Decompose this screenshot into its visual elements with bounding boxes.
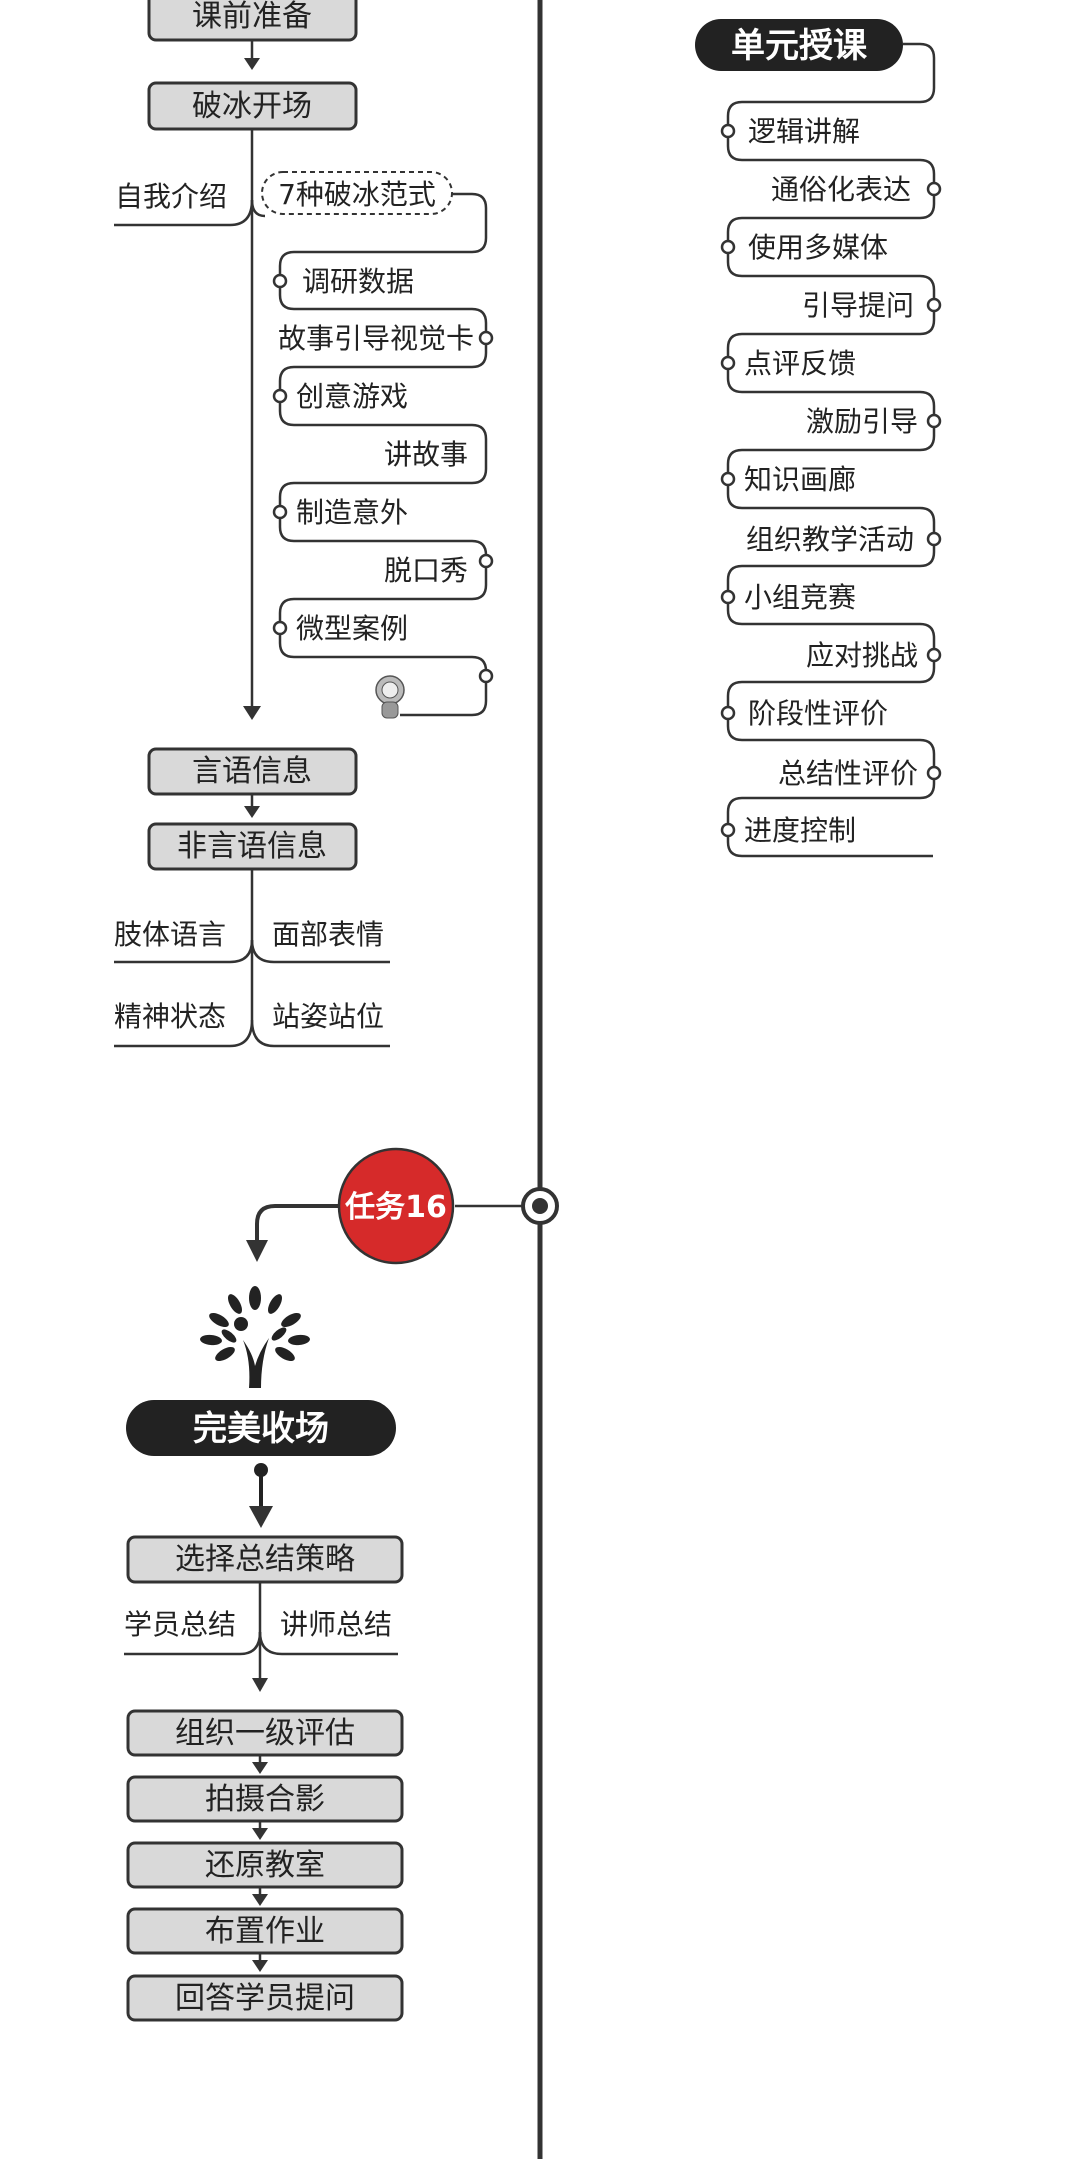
step-label: 还原教室 bbox=[205, 1848, 325, 1883]
unit-item[interactable]: 应对挑战 bbox=[806, 639, 918, 672]
step-node[interactable]: 拍摄合影 bbox=[126, 1775, 404, 1823]
bullet-dot bbox=[478, 330, 494, 346]
finish-title: 完美收场 bbox=[193, 1409, 329, 1449]
spirit-label: 精神状态 bbox=[114, 1000, 226, 1033]
types-snake-line bbox=[278, 192, 488, 717]
nonverbal-node[interactable]: 非言语信息 bbox=[147, 822, 358, 871]
arrow-down-icon bbox=[243, 706, 261, 720]
unit-teaching-node[interactable]: 单元授课 bbox=[695, 19, 903, 71]
bullet-dot bbox=[272, 504, 288, 520]
step-node[interactable]: 组织一级评估 bbox=[126, 1709, 404, 1757]
bullet-dot bbox=[720, 705, 736, 721]
unit-item[interactable]: 逻辑讲解 bbox=[748, 115, 860, 148]
branch-underline bbox=[258, 1631, 398, 1656]
unit-item[interactable]: 激励引导 bbox=[806, 405, 918, 438]
arrow-down-icon bbox=[252, 1678, 268, 1692]
step-label: 拍摄合影 bbox=[205, 1782, 325, 1817]
bullet-dot bbox=[720, 822, 736, 838]
bullet-dot bbox=[926, 647, 942, 663]
branch-underline bbox=[250, 939, 390, 964]
step-label: 回答学员提问 bbox=[175, 1981, 355, 2016]
verbal-node[interactable]: 言语信息 bbox=[147, 747, 358, 796]
icebreak-label: 破冰开场 bbox=[192, 89, 312, 124]
type-item[interactable]: 调研数据 bbox=[302, 265, 414, 298]
arrow-down-icon bbox=[244, 806, 260, 818]
unit-item[interactable]: 进度控制 bbox=[744, 814, 856, 847]
arrow-down-icon bbox=[252, 1762, 268, 1774]
task-badge[interactable]: 任务16 bbox=[337, 1147, 455, 1265]
task-badge-label: 任务16 bbox=[344, 1190, 447, 1225]
type-item[interactable]: 制造意外 bbox=[296, 496, 408, 529]
nonverbal-label: 非言语信息 bbox=[177, 829, 327, 864]
arrow-down-icon bbox=[246, 1240, 268, 1262]
arrow-down-icon bbox=[252, 1894, 268, 1906]
timeline-node-core bbox=[532, 1198, 548, 1214]
verbal-label: 言语信息 bbox=[192, 754, 312, 789]
self-intro-label: 自我介绍 bbox=[115, 180, 227, 213]
bullet-dot bbox=[720, 471, 736, 487]
task-branch-line bbox=[255, 1204, 339, 1245]
facial-label: 面部表情 bbox=[272, 918, 384, 951]
unit-item[interactable]: 组织教学活动 bbox=[746, 523, 914, 556]
prep-node[interactable]: 课前准备 bbox=[147, 0, 358, 42]
icebreak-types-label: 7种破冰范式 bbox=[278, 178, 436, 211]
icebreak-node[interactable]: 破冰开场 bbox=[147, 81, 358, 131]
bullet-dot bbox=[478, 553, 494, 569]
bullet-dot bbox=[478, 668, 494, 684]
bullet-dot bbox=[720, 355, 736, 371]
lion-mascot-icon bbox=[375, 675, 405, 719]
step-node[interactable]: 布置作业 bbox=[126, 1907, 404, 1955]
bullet-dot bbox=[926, 413, 942, 429]
step-label: 组织一级评估 bbox=[175, 1716, 355, 1751]
strategy-node[interactable]: 选择总结策略 bbox=[126, 1535, 404, 1584]
posture-label: 站姿站位 bbox=[272, 1000, 384, 1033]
bullet-dot bbox=[720, 123, 736, 139]
type-item[interactable]: 脱口秀 bbox=[384, 554, 468, 587]
arrow-down-icon bbox=[252, 1828, 268, 1840]
prep-label: 课前准备 bbox=[192, 0, 312, 34]
bullet-dot bbox=[926, 297, 942, 313]
type-item[interactable]: 微型案例 bbox=[296, 612, 408, 645]
bullet-dot bbox=[720, 239, 736, 255]
trainer-summary-label: 讲师总结 bbox=[280, 1608, 392, 1641]
type-item[interactable]: 故事引导视觉卡 bbox=[278, 322, 474, 355]
tree-person-icon bbox=[200, 1286, 310, 1388]
arrow-down-icon bbox=[249, 1506, 273, 1528]
unit-item[interactable]: 通俗化表达 bbox=[771, 173, 911, 206]
unit-item[interactable]: 点评反馈 bbox=[744, 347, 856, 380]
step-node[interactable]: 回答学员提问 bbox=[126, 1974, 404, 2022]
bullet-dot bbox=[272, 273, 288, 289]
step-node[interactable]: 还原教室 bbox=[126, 1841, 404, 1889]
step-label: 布置作业 bbox=[205, 1914, 325, 1949]
bullet-dot bbox=[926, 531, 942, 547]
learner-summary-label: 学员总结 bbox=[124, 1608, 236, 1641]
bullet-dot bbox=[272, 620, 288, 636]
unit-teaching-title: 单元授课 bbox=[731, 26, 868, 66]
finish-node[interactable]: 完美收场 bbox=[126, 1400, 396, 1456]
unit-item[interactable]: 小组竞赛 bbox=[744, 581, 856, 614]
branch-curve bbox=[250, 199, 266, 218]
unit-item[interactable]: 使用多媒体 bbox=[748, 231, 888, 264]
arrow-down-icon bbox=[252, 1960, 268, 1972]
type-item[interactable]: 创意游戏 bbox=[296, 380, 408, 413]
bullet-dot bbox=[926, 181, 942, 197]
bullet-dot bbox=[720, 589, 736, 605]
unit-item[interactable]: 引导提问 bbox=[802, 289, 914, 322]
strategy-label: 选择总结策略 bbox=[175, 1542, 355, 1577]
branch-underline bbox=[250, 1019, 390, 1048]
unit-item[interactable]: 知识画廊 bbox=[744, 463, 856, 496]
body-language-label: 肢体语言 bbox=[114, 918, 226, 951]
unit-item[interactable]: 阶段性评价 bbox=[748, 697, 888, 730]
type-item[interactable]: 讲故事 bbox=[384, 438, 468, 471]
unit-snake-line bbox=[726, 42, 936, 858]
bullet-dot bbox=[272, 388, 288, 404]
unit-item[interactable]: 总结性评价 bbox=[778, 757, 918, 790]
arrow-down-icon bbox=[244, 58, 260, 70]
bullet-dot bbox=[926, 765, 942, 781]
